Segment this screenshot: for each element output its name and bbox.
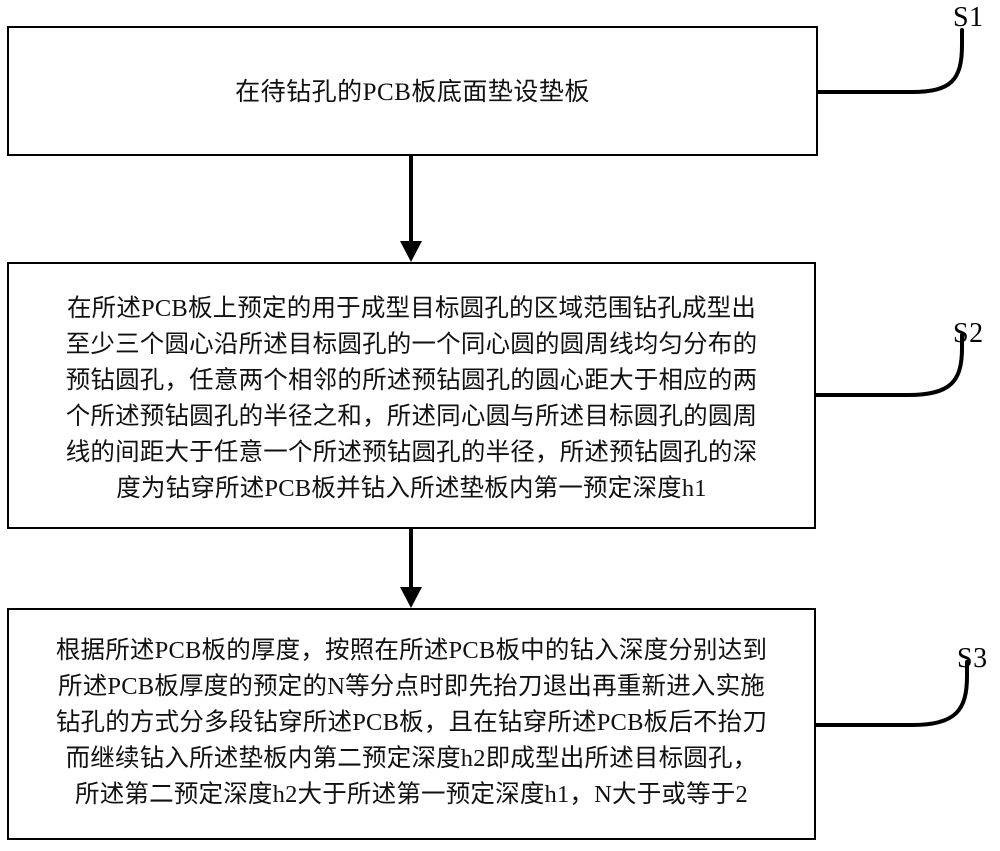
flow-box-s3: 根据所述PCB板的厚度，按照在所述PCB板中的钻入深度分别达到 所述PCB板厚度… bbox=[7, 608, 816, 840]
leader-line-s1 bbox=[816, 28, 964, 94]
flow-box-s3-line-1: 所述PCB板厚度的预定的N等分点时即先抬刀退出再重新进入实施 bbox=[58, 673, 765, 700]
arrow-s2-to-s3 bbox=[400, 529, 422, 608]
arrow-s1-to-s2 bbox=[400, 156, 422, 262]
leader-line-s3 bbox=[814, 660, 969, 727]
leader-line-s2 bbox=[814, 333, 964, 397]
flow-box-s1: 在待钻孔的PCB板底面垫设垫板 bbox=[7, 26, 818, 156]
flow-box-s2-line-5: 度为钻穿所述PCB板并钻入所述垫板内第一预定深度h1 bbox=[116, 475, 707, 502]
flow-box-s3-line-4: 所述第二预定深度h2大于所述第一预定深度h1，N大于或等于2 bbox=[75, 781, 748, 808]
flow-box-s3-line-0: 根据所述PCB板的厚度，按照在所述PCB板中的钻入深度分别达到 bbox=[55, 637, 768, 664]
step-label-s3: S3 bbox=[957, 643, 988, 674]
flow-box-s3-line-3: 而继续钻入所述垫板内第二预定深度h2即成型出所述目标圆孔， bbox=[65, 745, 758, 772]
flow-box-s2-line-0: 在所述PCB板上预定的用于成型目标圆孔的区域范围钻孔成型出 bbox=[66, 295, 757, 322]
step-label-s1: S1 bbox=[953, 2, 984, 33]
flow-box-s2-line-2: 预钻圆孔，任意两个相邻的所述预钻圆孔的圆心距大于相应的两 bbox=[65, 367, 758, 394]
flow-box-s1-line-0: 在待钻孔的PCB板底面垫设垫板 bbox=[235, 79, 590, 106]
flow-box-s2-line-4: 线的间距大于任意一个所述预钻圆孔的半径，所述预钻圆孔的深 bbox=[65, 439, 758, 466]
flow-box-s2-line-3: 个所述预钻圆孔的半径之和，所述同心圆与所述目标圆孔的圆周 bbox=[65, 403, 758, 430]
step-label-s2: S2 bbox=[953, 318, 984, 349]
flow-box-s2: 在所述PCB板上预定的用于成型目标圆孔的区域范围钻孔成型出 至少三个圆心沿所述目… bbox=[7, 262, 816, 529]
flow-box-s3-line-2: 钻孔的方式分多段钻穿所述PCB板，且在钻穿所述PCB板后不抬刀 bbox=[55, 709, 768, 736]
flow-box-s2-line-1: 至少三个圆心沿所述目标圆孔的一个同心圆的圆周线均匀分布的 bbox=[65, 331, 758, 358]
